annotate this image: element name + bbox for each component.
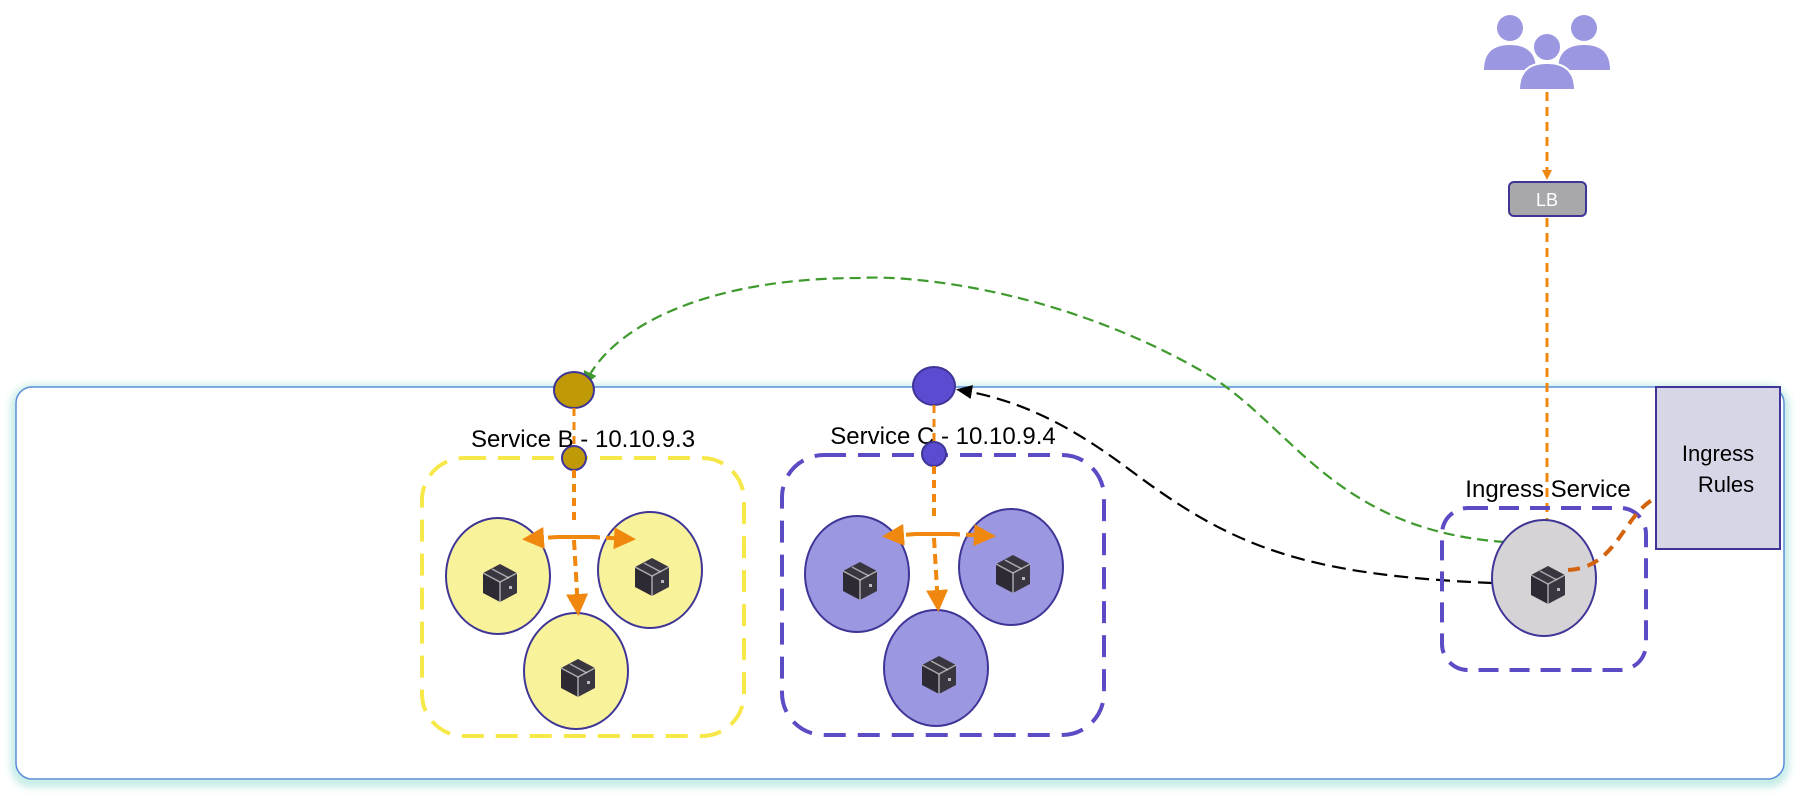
service-b-vip [561, 445, 587, 471]
users-icon [1484, 15, 1610, 91]
flow-ingress-to-rules [1567, 477, 1696, 572]
service-b-pod-2 [597, 511, 703, 629]
ingress-service-group: Ingress Service [1440, 476, 1696, 672]
ingress-service-boundary [1440, 506, 1648, 672]
service-c-pod-3 [883, 609, 989, 727]
service-c-vip [921, 441, 947, 467]
service-b-pod-1 [445, 517, 551, 635]
service-b-group: Service B - 10.10.9.3 [420, 371, 746, 738]
service-b-pod-3 [523, 612, 629, 730]
service-c-endpoint [912, 366, 956, 406]
ingress-rules-line1: Ingress [1682, 441, 1754, 466]
service-b-endpoint [553, 371, 595, 409]
ingress-rules-line2: Rules [1698, 472, 1754, 497]
service-c-pod-1 [804, 515, 910, 633]
ingress-service-label: Ingress Service [1465, 476, 1630, 503]
ingress-pod [1491, 519, 1597, 637]
flow-ingress-to-service-b [583, 276, 1506, 544]
service-c-group: Service C - 10.10.9.4 [780, 366, 1106, 737]
lb-label: LB [1536, 190, 1558, 210]
service-c-pod-2 [958, 508, 1064, 626]
ingress-rules-box: Ingress Rules [1655, 386, 1781, 550]
flow-ingress-to-service-c [956, 385, 1493, 585]
service-c-routing [882, 466, 996, 612]
load-balancer: LB [1508, 181, 1587, 217]
service-b-routing [522, 470, 636, 616]
service-b-label: Service B - 10.10.9.3 [471, 426, 695, 453]
